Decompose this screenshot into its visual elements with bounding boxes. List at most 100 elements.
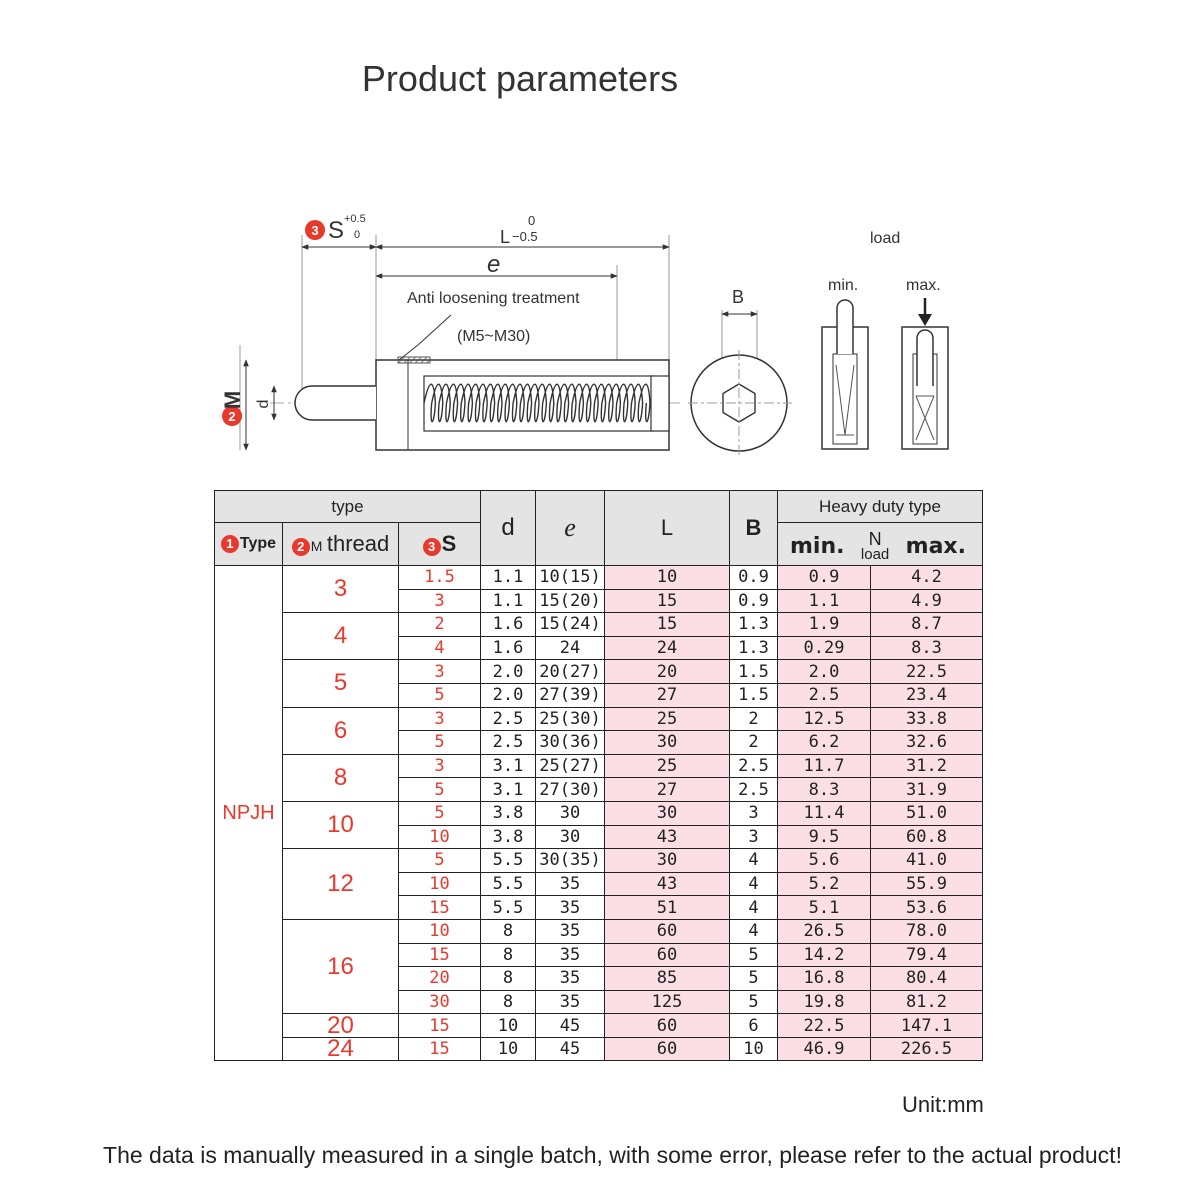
dimension-s: 3 S +0.5 0 [301, 213, 377, 390]
type-cell: NPJH [214, 564, 283, 1062]
type-group-header: type [214, 490, 481, 523]
max-cell: 31.2 [870, 753, 983, 779]
e-cell: 35 [535, 871, 605, 897]
e-cell: 35 [535, 895, 605, 920]
l-cell: 60 [604, 918, 730, 944]
max-cell: 4.9 [870, 588, 983, 614]
e-cell: 30 [535, 800, 605, 826]
b-cell: 6 [729, 1013, 778, 1038]
d-cell: 3.8 [480, 824, 536, 850]
b-cell: 1.3 [729, 612, 778, 637]
d-cell: 5.5 [480, 895, 536, 920]
l-cell: 51 [604, 895, 730, 920]
e-cell: 15(20) [535, 588, 605, 614]
e-cell: 24 [535, 635, 605, 661]
load-arrow-icon [918, 314, 932, 326]
l-cell: 25 [604, 753, 730, 779]
l-cell: 15 [604, 588, 730, 614]
b-cell: 2.5 [729, 753, 778, 779]
b-cell: 2 [729, 730, 778, 755]
e-cell: 30 [535, 824, 605, 850]
max-cell: 8.3 [870, 635, 983, 661]
d-cell: 2.5 [480, 706, 536, 732]
max-cell: 79.4 [870, 942, 983, 968]
max-cell: 60.8 [870, 824, 983, 850]
s-cell: 15 [398, 895, 481, 920]
max-cell: 147.1 [870, 1013, 983, 1038]
b-cell: 2.5 [729, 777, 778, 802]
min-cell: 0.9 [777, 565, 871, 590]
min-cell: 14.2 [777, 942, 871, 968]
l-cell: 10 [604, 565, 730, 590]
max-cell: 78.0 [870, 918, 983, 944]
svg-text:e: e [487, 251, 500, 278]
s-cell: 15 [398, 1013, 481, 1038]
e-cell: 35 [535, 942, 605, 968]
b-cell: 0.9 [729, 565, 778, 590]
thread-cell: 8 [282, 753, 399, 802]
svg-text:3: 3 [311, 223, 318, 238]
e-cell: 25(30) [535, 706, 605, 732]
max-cell: 33.8 [870, 706, 983, 732]
min-cell: 1.9 [777, 612, 871, 637]
e-cell: 30(36) [535, 730, 605, 755]
thread-cell: 3 [282, 564, 399, 614]
l-cell: 27 [604, 682, 730, 708]
svg-text:L: L [500, 227, 510, 247]
max-cell: 23.4 [870, 682, 983, 708]
l-cell: 85 [604, 966, 730, 991]
s-cell: 5 [398, 730, 481, 755]
load-subheader: min. N load max. [777, 522, 983, 566]
s-cell: 3 [398, 753, 481, 779]
svg-text:2: 2 [228, 409, 235, 424]
b-cell: 5 [729, 942, 778, 968]
e-cell: 20(27) [535, 659, 605, 684]
s-cell: 2 [398, 612, 481, 637]
min-cell: 1.1 [777, 588, 871, 614]
min-col-header: min. [790, 534, 845, 559]
e-cell: 35 [535, 918, 605, 944]
s-cell: 5 [398, 682, 481, 708]
s-cell: 5 [398, 848, 481, 873]
min-cell: 2.0 [777, 659, 871, 684]
b-cell: 3 [729, 824, 778, 850]
n-unit: N [868, 529, 882, 549]
anti-loosening-range: (M5~M30) [457, 328, 530, 345]
min-cell: 8.3 [777, 777, 871, 802]
b-cell: 5 [729, 989, 778, 1015]
l-cell: 24 [604, 635, 730, 661]
s-cell: 30 [398, 989, 481, 1015]
max-cell: 41.0 [870, 848, 983, 873]
thread-cell: 4 [282, 612, 399, 661]
badge-1-icon: 1 [220, 534, 239, 553]
s-cell: 1.5 [398, 565, 481, 590]
disclaimer-note: The data is manually measured in a singl… [103, 1142, 1122, 1168]
b-cell: 1.5 [729, 682, 778, 708]
d-cell: 10 [480, 1013, 536, 1038]
d-cell: 2.0 [480, 659, 536, 684]
dimension-e: e [375, 251, 618, 360]
m-label: M [220, 391, 245, 409]
thread-cell: 16 [282, 918, 399, 1015]
s-cell: 20 [398, 966, 481, 991]
b-cell: 4 [729, 871, 778, 897]
max-label: max. [906, 277, 941, 294]
d-cell: 1.1 [480, 588, 536, 614]
b-cell: 1.5 [729, 659, 778, 684]
svg-text:0: 0 [528, 213, 535, 228]
l-cell: 60 [604, 942, 730, 968]
